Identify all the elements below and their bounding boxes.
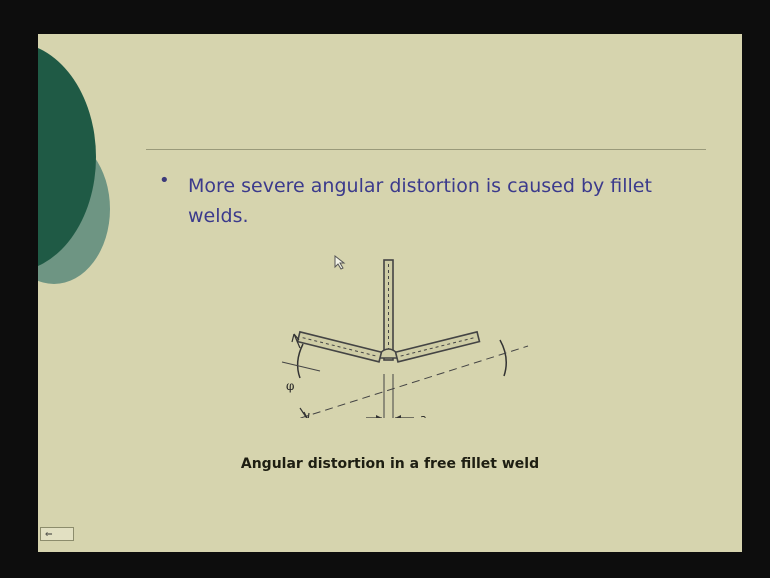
angle-phi-label: φ <box>286 379 294 393</box>
angle-arrow-top <box>293 333 301 349</box>
vertical-plate <box>383 259 394 361</box>
slide-nav-button[interactable]: ⇐ <box>40 527 74 541</box>
left-rotation-mark <box>296 343 304 379</box>
figure-caption: Angular distortion in a free fillet weld <box>240 456 540 472</box>
right-rotation-mark <box>499 339 507 377</box>
fillet-weld-diagram: φ a <box>281 259 529 418</box>
dimension-a-label: a <box>420 412 427 418</box>
angle-arrow-bottom <box>299 407 308 418</box>
left-flange <box>296 330 383 363</box>
right-flange <box>394 330 481 363</box>
slide: • More severe angular distortion is caus… <box>38 34 742 552</box>
title-divider <box>146 149 706 150</box>
mouse-pointer-icon <box>334 255 346 270</box>
bullet-marker: • <box>159 170 170 191</box>
bullet-text: More severe angular distortion is caused… <box>188 175 652 227</box>
reference-line <box>298 345 529 418</box>
